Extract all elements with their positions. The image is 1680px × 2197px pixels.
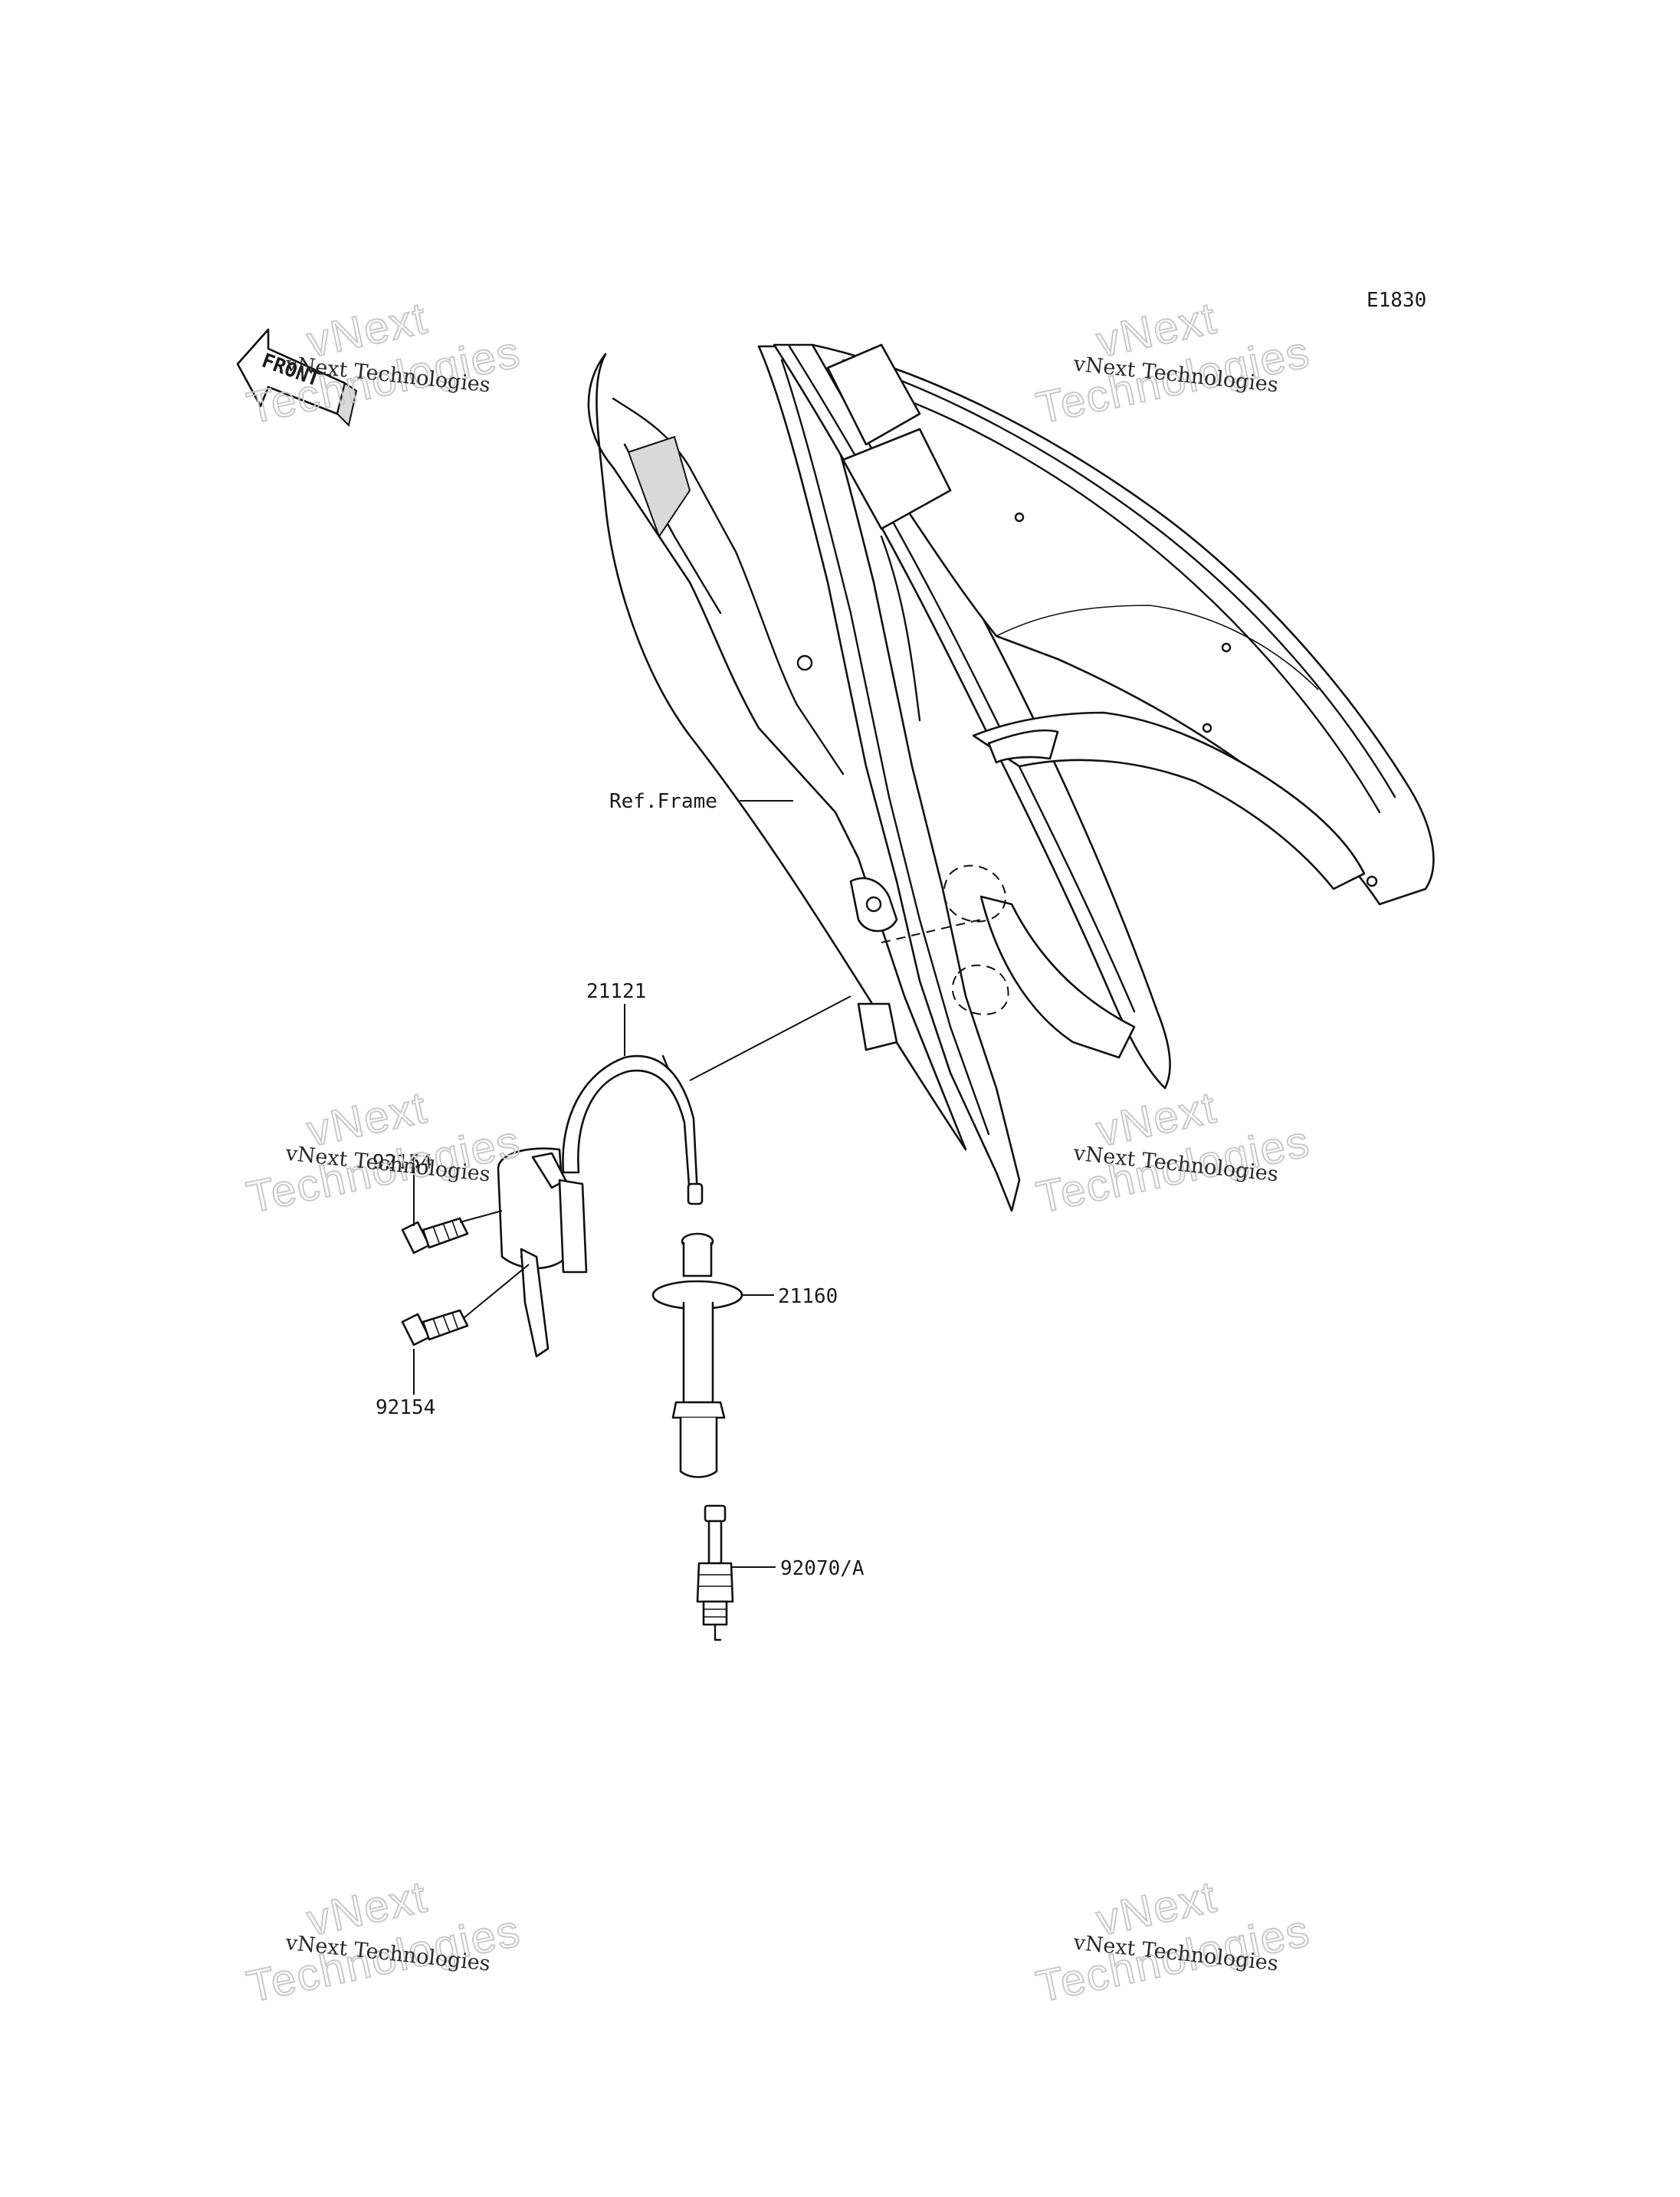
watermark: vNext Technologies vNext Technologies [1032, 1081, 1315, 1223]
label-92154-top: 92154 [372, 1151, 432, 1174]
part-labels: E1830 Ref.Frame 21121 92154 92154 21160 … [372, 289, 1426, 1580]
spark-plug [696, 1504, 734, 1641]
watermark: vNext Technologies vNext Technologies [1032, 292, 1315, 434]
watermark: vNext Technologies vNext Technologies [1032, 1871, 1315, 2012]
label-92154-bottom: 92154 [376, 1396, 435, 1419]
watermark: vNext Technologies vNext Technologies [242, 1871, 526, 2012]
frame-drawing [587, 343, 1435, 1212]
diagram-code: E1830 [1367, 289, 1426, 312]
watermark: vNext Technologies vNext Technologies [242, 1081, 526, 1223]
bolt-bottom [401, 1309, 469, 1346]
ignition-coil [497, 1054, 704, 1358]
label-92070-a: 92070/A [780, 1557, 865, 1580]
label-ref-frame: Ref.Frame [609, 790, 717, 813]
watermark: vNext Technologies vNext Technologies [242, 292, 526, 434]
spark-plug-cap [651, 1232, 743, 1478]
label-21160: 21160 [778, 1285, 838, 1308]
label-21121: 21121 [586, 980, 646, 1003]
leader-lines [413, 800, 851, 1568]
bolt-top [401, 1217, 469, 1254]
